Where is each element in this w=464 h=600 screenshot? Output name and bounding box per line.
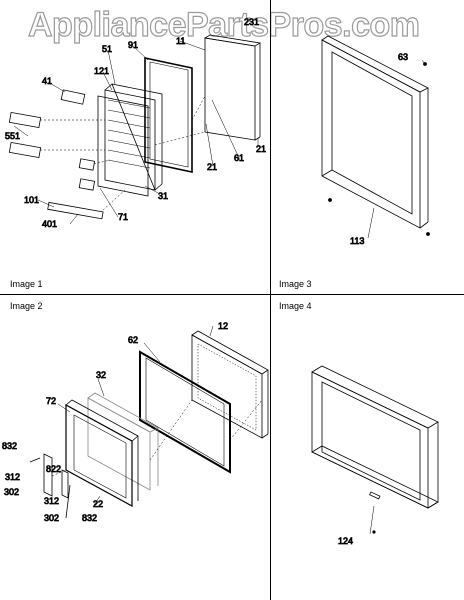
image2-drawing: 12 62 32 72 832 312 302 822 22 312 302 8…: [2, 321, 269, 523]
part-label-62: 62: [128, 335, 138, 345]
part-label-21a: 21: [256, 144, 266, 154]
part-label-832a: 832: [2, 441, 17, 451]
bin-41: [60, 89, 86, 105]
part-label-12: 12: [218, 321, 228, 331]
bin-71-a: [78, 158, 96, 171]
bin-551-b: [8, 142, 42, 158]
part-label-91: 91: [128, 40, 138, 50]
part-label-302b: 302: [44, 513, 59, 523]
part-label-312b: 312: [44, 496, 59, 506]
rail-401: [47, 201, 104, 220]
frame-113-side: [321, 35, 429, 93]
panel-divider-horizontal: [0, 294, 464, 295]
part-label-61: 61: [234, 153, 244, 163]
frame-113-outer: [321, 39, 421, 229]
image1-drawing: 231 11 91 51 121 41 551 61 21 21 31 101 …: [5, 17, 267, 230]
part-label-11: 11: [176, 36, 185, 46]
part-label-41: 41: [42, 76, 52, 86]
watermark-logo: AppliancePartsPros.com: [27, 5, 420, 44]
part-label-101: 101: [24, 195, 39, 205]
panel-caption-image2: Image 2: [10, 301, 43, 311]
bin-551-a: [8, 112, 42, 128]
part-label-71: 71: [118, 212, 128, 222]
part-label-121: 121: [94, 66, 109, 76]
part-label-302a: 302: [4, 487, 19, 497]
gasket-62: [139, 350, 231, 474]
part-label-832b: 832: [82, 513, 97, 523]
frame-124-inner: [321, 381, 421, 501]
part-label-124: 124: [338, 536, 353, 546]
panel-11: [204, 37, 256, 141]
part-label-63: 63: [398, 52, 408, 62]
door-liner-51: [104, 89, 156, 191]
part-label-22: 22: [93, 499, 103, 509]
part-label-113: 113: [350, 236, 364, 246]
panel-caption-image1: Image 1: [10, 279, 43, 289]
panel-divider-vertical: [270, 0, 271, 600]
part-label-51: 51: [102, 44, 112, 54]
panel-caption-image3: Image 3: [279, 279, 312, 289]
image4-drawing: 124: [311, 365, 439, 546]
panel-caption-image4: Image 4: [279, 301, 312, 311]
door-72: [65, 403, 133, 508]
image3-drawing: 63 113: [321, 35, 430, 246]
handle-822: [61, 469, 69, 499]
gasket-91: [144, 57, 193, 173]
frame-124-outer: [311, 371, 429, 509]
part-label-551: 551: [5, 131, 20, 141]
panel-12: [191, 334, 263, 439]
part-label-32: 32: [96, 370, 106, 380]
handle-312: [43, 453, 53, 497]
panel-11-edge: [203, 34, 262, 47]
part-label-822: 822: [46, 464, 61, 474]
door-frame-31: [97, 95, 149, 197]
frame-113-inner: [331, 51, 413, 215]
frame-124-slot: [369, 491, 381, 500]
part-label-21b: 21: [207, 162, 217, 172]
part-label-72: 72: [46, 396, 56, 406]
part-label-31: 31: [158, 191, 168, 201]
part-label-231: 231: [244, 17, 259, 27]
bin-71-b: [78, 178, 96, 191]
part-label-401: 401: [42, 219, 57, 229]
part-label-312a: 312: [5, 472, 20, 482]
